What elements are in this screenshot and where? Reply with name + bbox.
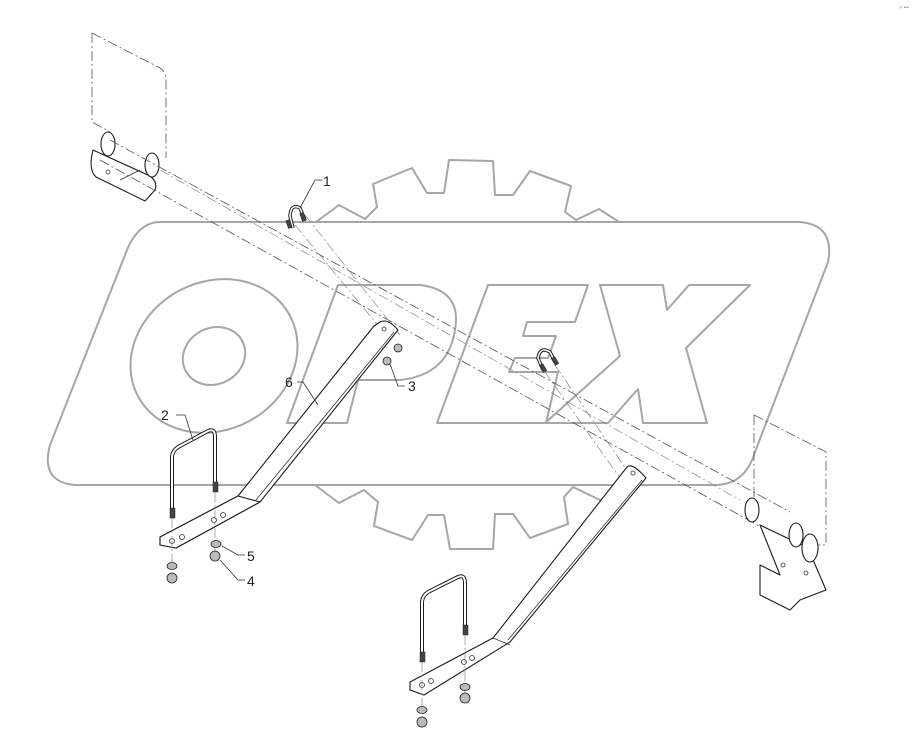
right-fasteners xyxy=(416,683,471,728)
top-hole xyxy=(381,326,387,332)
tube-line-lower xyxy=(99,159,771,533)
left-clamp-ring-1 xyxy=(100,131,116,157)
ubolt-right-thread-a xyxy=(538,363,548,373)
gear-outline-bottom xyxy=(300,484,641,550)
letter-p xyxy=(286,284,457,424)
ubolt-2-thread-a xyxy=(169,507,176,519)
foot-hole-3 xyxy=(211,517,217,523)
right-hole-1 xyxy=(780,562,786,568)
nuts-3 xyxy=(382,343,403,366)
callout-4: 4 xyxy=(247,573,255,589)
ubolt-1-thread-b xyxy=(299,212,307,222)
callout-6: 6 xyxy=(285,374,293,390)
left-plate-phantom xyxy=(91,32,167,158)
leader-4 xyxy=(219,559,245,581)
foot-hole-2 xyxy=(179,534,185,540)
tube-phantom-lines xyxy=(99,139,791,533)
washer-5a xyxy=(210,540,222,548)
r-top-hole xyxy=(630,470,636,476)
ubolt-upper-right xyxy=(536,348,560,373)
nut-3b xyxy=(382,356,392,366)
nut-r-b xyxy=(416,716,428,728)
left-bracket-plate xyxy=(90,149,157,202)
leader-6 xyxy=(297,381,319,406)
ubolt-lr-thread-a xyxy=(419,651,426,663)
right-clamp-ring-2 xyxy=(788,522,804,548)
letter-x xyxy=(544,284,751,424)
ubolt-right-align-a xyxy=(544,371,621,479)
left-mount-assembly xyxy=(90,32,167,202)
support-bar-left-edge xyxy=(255,331,395,501)
support-bar-left xyxy=(159,320,399,549)
leader-1 xyxy=(299,179,322,209)
right-mount-assembly xyxy=(744,414,827,611)
nut-left-b xyxy=(166,572,178,584)
letter-o-outer xyxy=(129,278,299,434)
ubolt-1-thread-a xyxy=(285,219,293,229)
opex-watermark xyxy=(46,159,831,550)
washer-r-a xyxy=(459,683,471,691)
callout-5: 5 xyxy=(247,548,255,564)
ubolt-2-thread-b xyxy=(212,481,219,493)
logo-plate xyxy=(46,221,831,486)
ubolt-lr-thread-b xyxy=(462,624,469,636)
r-foot-hole-3 xyxy=(461,659,467,665)
r-foot-hole-2 xyxy=(428,678,434,684)
leader-2 xyxy=(176,414,194,441)
support-bar-right-edge xyxy=(507,479,643,641)
foot-hole-4 xyxy=(220,512,226,518)
callouts: 1 2 3 4 5 6 xyxy=(161,173,416,589)
callout-3: 3 xyxy=(408,378,416,394)
ubolt-right-thread-b xyxy=(550,356,560,366)
left-hole xyxy=(105,169,111,175)
r-foot-hole-4 xyxy=(469,655,475,661)
leader-5 xyxy=(221,545,245,556)
leader-3 xyxy=(389,363,405,387)
ubolt-right-align-b xyxy=(554,364,631,476)
callout-1: 1 xyxy=(323,173,331,189)
callout-2: 2 xyxy=(161,407,169,423)
washer-r-b xyxy=(416,706,428,714)
nut-r-a xyxy=(459,692,471,704)
washer-left-b xyxy=(166,562,178,570)
letter-e xyxy=(436,284,589,424)
right-bracket-plate xyxy=(759,524,827,611)
right-hole-2 xyxy=(803,570,809,576)
ubolt-lower-right xyxy=(419,574,469,722)
nut-3a xyxy=(393,343,403,353)
support-bar-right xyxy=(409,465,647,696)
left-pin xyxy=(119,169,141,181)
corner-mark: ↗ ••• xyxy=(898,5,909,11)
left-clamp-ring-2 xyxy=(144,152,160,178)
ubolt1-align-b xyxy=(304,214,401,336)
support-bar-right-body xyxy=(409,465,647,696)
nut-4a xyxy=(209,550,221,562)
right-clamp-ring-1 xyxy=(744,497,760,523)
letter-o-inner xyxy=(181,326,247,386)
left-fasteners xyxy=(166,540,222,584)
right-plate-phantom xyxy=(753,414,827,546)
tube-line-mid xyxy=(159,169,741,501)
ubolt-1 xyxy=(285,204,307,229)
support-bar-left-body xyxy=(159,320,399,549)
gear-outline-top xyxy=(300,159,800,223)
tube-line-upper xyxy=(109,139,791,513)
ubolt1-align-a xyxy=(294,224,391,341)
right-clamp-ring-3 xyxy=(801,533,819,563)
support-bar-left-foot xyxy=(159,495,261,549)
support-bar-right-bend xyxy=(492,637,511,646)
